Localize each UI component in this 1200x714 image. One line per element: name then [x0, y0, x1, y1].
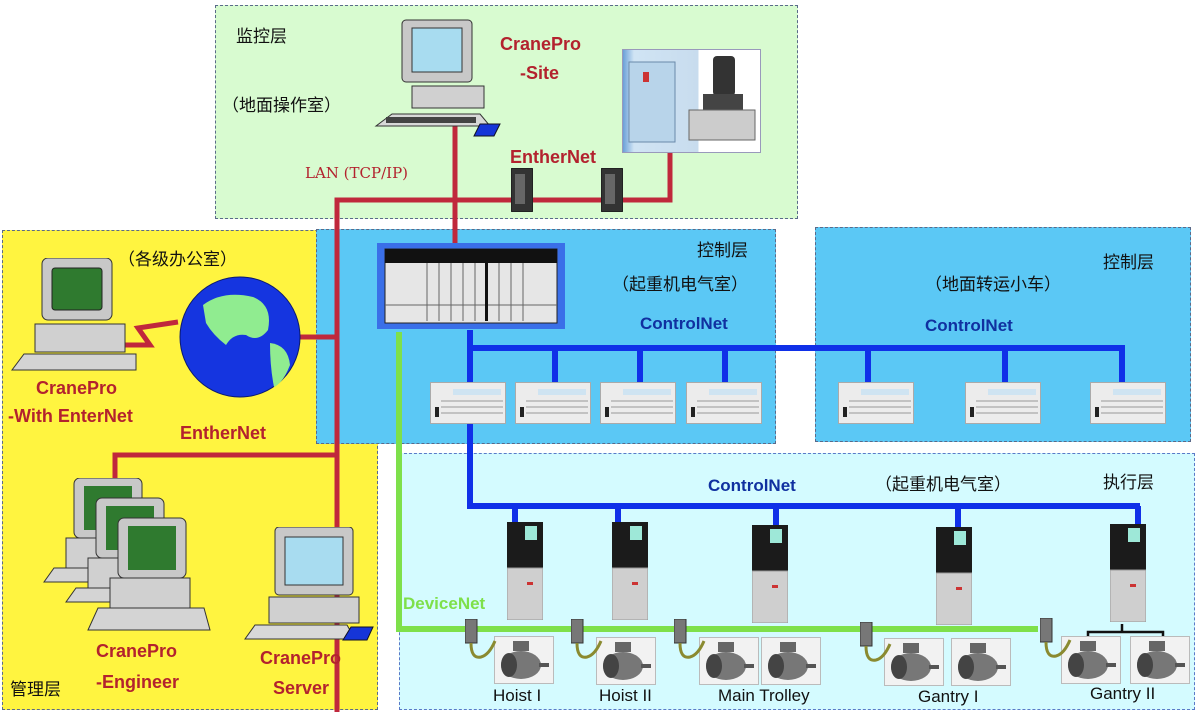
- motor-icon: [596, 637, 656, 685]
- motor-icon: [494, 636, 554, 684]
- plc-rack-image: [377, 243, 565, 329]
- io-module-icon: [515, 382, 591, 424]
- internet-zigzag: [118, 319, 179, 348]
- control-ground-location: （地面转运小车）: [925, 275, 1061, 295]
- ethernet-lines: [112, 122, 673, 712]
- cnet-exec-bus: [467, 420, 1140, 509]
- io-module-icon: [1090, 382, 1166, 424]
- motor-label-hoist-2: Hoist II: [599, 686, 652, 705]
- engineer-pcs-icon: [43, 478, 211, 631]
- motor-label-hoist-1: Hoist I: [493, 686, 542, 705]
- encoder-sensor-icon: [859, 621, 894, 666]
- operator-chair-icon: [628, 56, 756, 143]
- control-main-location: （起重机电气室）: [612, 275, 748, 295]
- encoder-sensor-icon: [464, 618, 499, 663]
- ethernet-switch-icon: [601, 168, 623, 212]
- motor-icon: [884, 638, 944, 686]
- io-module-icon: [965, 382, 1041, 424]
- management-location: （各级办公室）: [118, 250, 237, 270]
- controlnet-main-label: ControlNet: [640, 314, 728, 333]
- execution-layer-title: 执行层: [1103, 473, 1154, 493]
- engineer-pc-label-2: -Engineer: [96, 672, 180, 692]
- encoder-sensor-icon: [673, 618, 708, 663]
- drive-icon: [751, 525, 789, 624]
- controlnet-ground-label: ControlNet: [925, 316, 1013, 335]
- motor-icon: [1130, 636, 1190, 684]
- internet-pc-icon: [11, 258, 137, 371]
- motor-icon: [699, 637, 759, 685]
- io-module-icon: [600, 382, 676, 424]
- internet-pc-label-2: -With EnterNet: [8, 406, 133, 426]
- encoder-sensor-icon: [1039, 617, 1074, 662]
- site-pc-icon: [374, 19, 501, 137]
- io-module-icon: [686, 382, 762, 424]
- management-layer-title: 管理层: [10, 680, 61, 700]
- ethernet-mgmt-label: EntherNet: [180, 423, 267, 443]
- drive-icon: [506, 522, 544, 621]
- server-pc-icon: [244, 527, 374, 641]
- site-pc-label-2: -Site: [520, 63, 560, 83]
- control-main-title: 控制层: [697, 241, 748, 261]
- site-pc-label-1: CranePro: [500, 34, 582, 54]
- devicenet-label: DeviceNet: [403, 594, 486, 613]
- operator-console-image: [622, 49, 761, 153]
- motor-label-gantry-1: Gantry I: [918, 687, 979, 706]
- motor-icon: [761, 637, 821, 685]
- ethernet-switch-icon: [511, 168, 533, 212]
- server-pc-label-2: Server: [273, 678, 330, 698]
- motor-icon: [1061, 636, 1121, 684]
- motor-icon: [951, 638, 1011, 686]
- devicenet-lines: [396, 332, 1038, 632]
- drive-icon: [611, 522, 649, 621]
- engineer-pc-label-1: CranePro: [96, 641, 178, 661]
- ethernet-top-label: EntherNet: [510, 147, 597, 167]
- monitor-layer-location: （地面操作室）: [222, 96, 341, 116]
- controlnet-lines: [467, 330, 1141, 527]
- motor-label-main-trolley: Main Trolley: [718, 686, 810, 705]
- globe-icon: [179, 276, 301, 398]
- controlnet-exec-label: ControlNet: [708, 476, 796, 495]
- internet-pc-label-1: CranePro: [36, 378, 118, 398]
- drive-icon: [1109, 524, 1147, 623]
- monitor-layer-title: 监控层: [236, 27, 287, 47]
- control-ground-title: 控制层: [1103, 253, 1154, 273]
- io-module-icon: [430, 382, 506, 424]
- encoder-sensor-icon: [570, 618, 605, 663]
- motor-label-gantry-2: Gantry II: [1090, 684, 1156, 703]
- drive-icon: [935, 527, 973, 626]
- devicenet-bus: [396, 332, 1038, 632]
- plc-rack-icon: [384, 248, 558, 324]
- lan-label: LAN (TCP/IP): [305, 164, 409, 182]
- execution-location: （起重机电气室）: [875, 475, 1011, 495]
- server-pc-label-1: CranePro: [260, 648, 342, 668]
- io-module-icon: [838, 382, 914, 424]
